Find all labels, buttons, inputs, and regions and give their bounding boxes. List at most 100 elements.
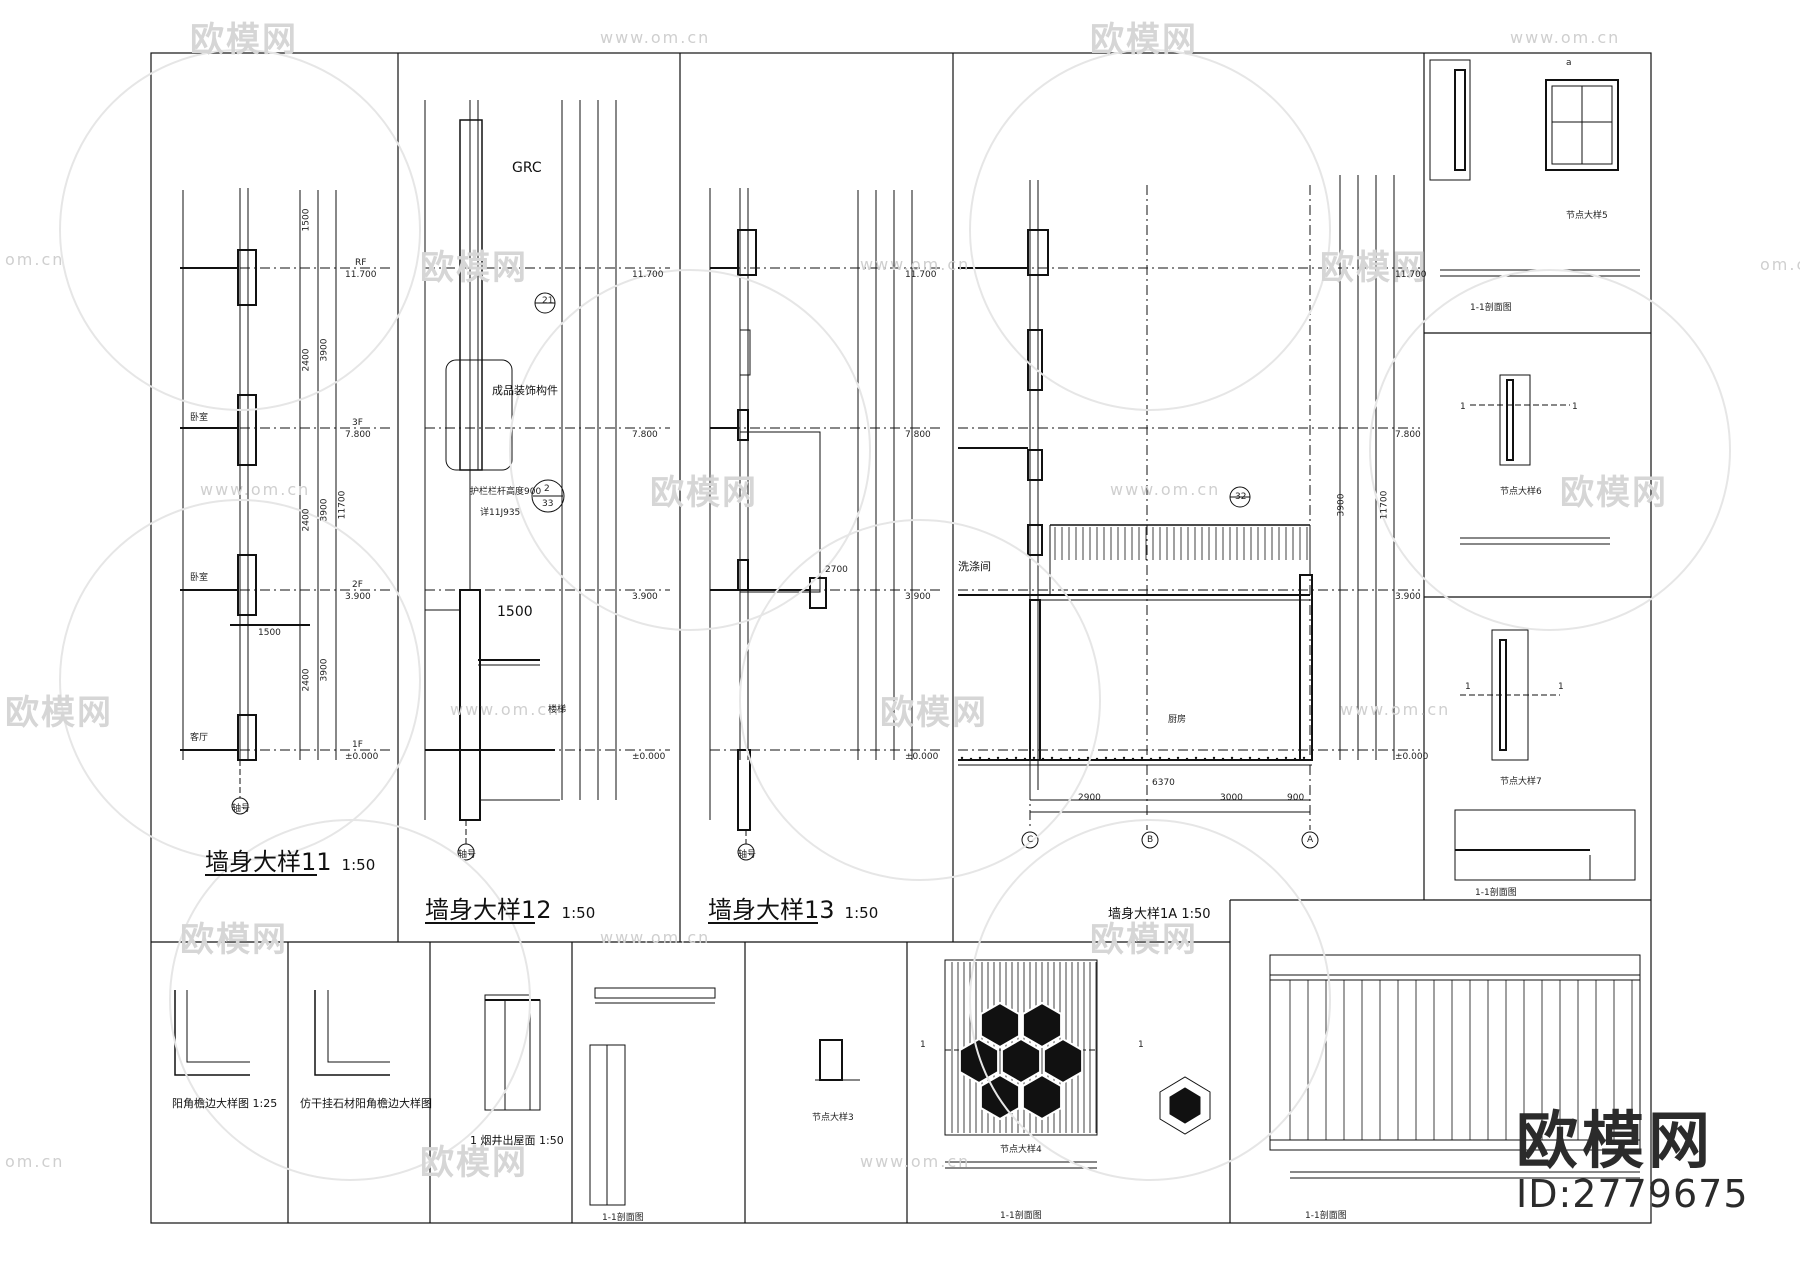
slab-dot <box>1266 756 1270 760</box>
mark-1: 1 <box>1460 402 1466 412</box>
dim-1a-4: 900 <box>1287 793 1305 803</box>
wall-detail-12 <box>424 100 670 861</box>
watermark-brand: 欧模网 <box>1090 20 1198 60</box>
dim: 3900 <box>319 658 330 682</box>
level-7800: 7.800 <box>632 430 658 440</box>
slab-dot <box>1302 756 1306 760</box>
slab-dot <box>1059 757 1063 761</box>
railing-bars <box>1289 980 1633 1140</box>
level-11700: 11.700 <box>632 270 664 280</box>
mark-1: 1 <box>1572 402 1578 412</box>
dim: 3900 <box>1336 493 1347 517</box>
wall-detail-1a-canopy-hatch <box>1054 527 1308 560</box>
hexagon-cell <box>1042 1037 1084 1085</box>
slab-dot <box>1113 757 1117 761</box>
slab-dot <box>1149 757 1153 761</box>
level-0: ±0.000 <box>1395 752 1429 762</box>
watermark-url: www.om.cn <box>1510 28 1621 47</box>
mark-a: a <box>1566 58 1572 68</box>
watermark-brand: 欧模网 <box>190 20 298 60</box>
level-11700: 11.700 <box>345 270 377 280</box>
ref-2: 2 <box>544 484 550 494</box>
wall-detail-11 <box>180 188 390 815</box>
room-lobby: 客厅 <box>190 733 209 743</box>
dim-1a-1: 2900 <box>1078 793 1101 803</box>
ref-21: 21 <box>542 296 554 306</box>
hexagon-pattern <box>958 1001 1084 1121</box>
dim: 2400 <box>301 668 312 692</box>
section-11-label: 1-1剖面图 <box>1470 303 1512 313</box>
slab-dot <box>1158 756 1162 760</box>
node-6-label: 节点大样6 <box>1500 487 1542 497</box>
room-bedroom: 卧室 <box>190 573 209 583</box>
slab-dot <box>1248 756 1252 760</box>
dim: 11700 <box>1379 490 1390 520</box>
level-11700: 11.700 <box>905 270 937 280</box>
dim: 2400 <box>301 348 312 372</box>
watermark-brand: 欧模网 <box>1320 248 1428 288</box>
note-decor: 成品装饰构件 <box>492 384 558 397</box>
watermark-url: om.cn <box>5 250 65 269</box>
dim-1a-3: 3000 <box>1220 793 1243 803</box>
slab-dot <box>1140 756 1144 760</box>
slab-dot <box>1086 756 1090 760</box>
corner1-title: 阳角檐边大样图 1:25 <box>172 1097 278 1110</box>
level-3900: 3.900 <box>345 592 371 602</box>
slab-dot <box>1068 756 1072 760</box>
watermark-url: www.om.cn <box>200 480 311 499</box>
room-bedroom: 卧室 <box>190 413 209 423</box>
hexagon-cell <box>958 1037 1000 1085</box>
slab-dot <box>1230 756 1234 760</box>
room-kitchen: 厨房 <box>1168 715 1187 725</box>
slab-dot <box>987 757 991 761</box>
slab-dot <box>1077 757 1081 761</box>
watermark-url: www.om.cn <box>860 1152 971 1171</box>
slab-dot <box>1194 756 1198 760</box>
watermark-url: om.cn <box>5 1152 65 1171</box>
title-wall-1a: 墙身大样1A 1:50 <box>1108 907 1211 922</box>
slab-dot <box>978 756 982 760</box>
mark-1: 1 <box>1465 682 1471 692</box>
sheet-border <box>150 52 1652 1224</box>
dim: 2700 <box>825 565 848 575</box>
ref-33: 33 <box>542 499 554 509</box>
section-11-label: 1-1剖面图 <box>602 1213 644 1223</box>
dim: 1500 <box>301 208 312 232</box>
watermark-brand: 欧模网 <box>420 248 528 288</box>
level-3f: 3F <box>352 418 363 428</box>
axis-c: C <box>1027 835 1034 845</box>
dim: 1500 <box>258 628 281 638</box>
title-underline <box>708 922 818 924</box>
watermark-rings <box>59 49 1731 1181</box>
level-0: ±0.000 <box>345 752 379 762</box>
watermark-brand: 欧模网 <box>420 1143 528 1183</box>
slab-dot <box>1041 757 1045 761</box>
hexagon-cell <box>979 1073 1021 1121</box>
slab-dot <box>1176 756 1180 760</box>
note-rail-ref: 详11J935 <box>480 508 521 518</box>
axis-label: 轴号 <box>232 804 251 814</box>
hexagon-cell <box>979 1001 1021 1049</box>
title-underline <box>425 922 535 924</box>
axis-label: 轴号 <box>738 850 757 860</box>
level-7800: 7.800 <box>905 430 931 440</box>
slab-dot <box>1131 757 1135 761</box>
slab-dot <box>1185 757 1189 761</box>
brand-id: ID:2779675 <box>1516 1172 1749 1216</box>
slab-dot <box>1275 757 1279 761</box>
watermark-brand: 欧模网 <box>1560 473 1668 513</box>
slab-dot <box>996 756 1000 760</box>
corner2-title: 仿干挂石材阳角檐边大样图 <box>300 1097 432 1110</box>
watermark-brand: 欧模网 <box>1090 920 1198 960</box>
chimney-title: 1 烟井出屋面 1:50 <box>470 1134 564 1147</box>
section-11-label: 1-1剖面图 <box>1000 1211 1042 1221</box>
note-grc: GRC <box>512 160 542 176</box>
hex-node-detail <box>1169 1087 1201 1124</box>
level-11700: 11.700 <box>1395 270 1427 280</box>
mark-1: 1 <box>1558 682 1564 692</box>
watermark-url: www.om.cn <box>450 700 561 719</box>
slab-dot <box>1095 757 1099 761</box>
